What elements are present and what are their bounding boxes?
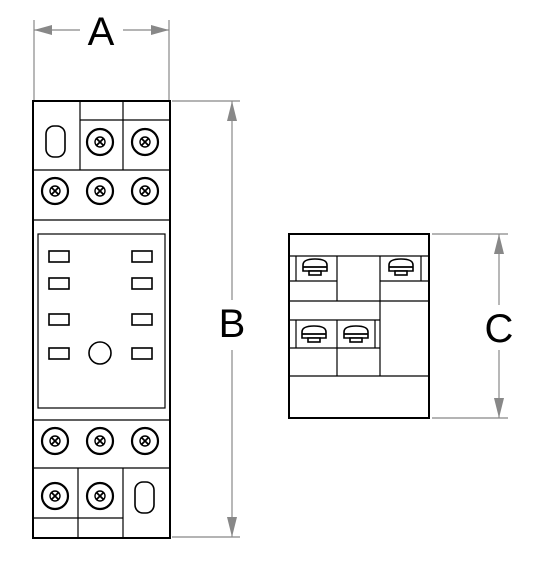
dimension-a-label: A — [88, 10, 115, 54]
bottom-mounting-slot — [134, 481, 155, 514]
pin-slot — [48, 250, 70, 263]
dimension-b-label: B — [219, 302, 246, 346]
pin-slot — [48, 347, 70, 360]
screw-icon — [130, 426, 160, 456]
screw-icon — [130, 127, 160, 157]
bottom-terminal-block — [33, 419, 170, 538]
pin-slot — [131, 250, 153, 263]
screw-icon — [85, 426, 115, 456]
screw-icon — [85, 481, 115, 511]
top-terminal-block — [33, 101, 170, 221]
side-screw-icon — [302, 258, 328, 276]
screw-icon — [130, 176, 160, 206]
pin-slot — [131, 347, 153, 360]
center-key-hole — [88, 341, 112, 365]
pin-slot — [131, 277, 153, 290]
pin-slot — [48, 277, 70, 290]
screw-icon — [85, 127, 115, 157]
side-view — [288, 233, 430, 419]
pin-face-panel — [37, 233, 166, 409]
dimension-a: A — [33, 10, 170, 100]
pin-slot — [48, 313, 70, 326]
side-screw-icon — [388, 258, 414, 276]
side-screw-icon — [301, 325, 327, 343]
screw-icon — [85, 176, 115, 206]
front-view-body — [32, 100, 171, 539]
pin-slot — [131, 313, 153, 326]
dimension-b: B — [172, 100, 246, 538]
screw-icon — [40, 426, 70, 456]
screw-icon — [40, 481, 70, 511]
top-mounting-slot — [45, 125, 66, 158]
dimension-c-label: C — [485, 307, 514, 351]
dimension-c: C — [432, 233, 514, 419]
side-view-body — [288, 233, 430, 419]
front-view — [32, 100, 171, 539]
screw-icon — [40, 176, 70, 206]
relay-pin-face — [37, 233, 166, 409]
side-screw-icon — [343, 325, 369, 343]
